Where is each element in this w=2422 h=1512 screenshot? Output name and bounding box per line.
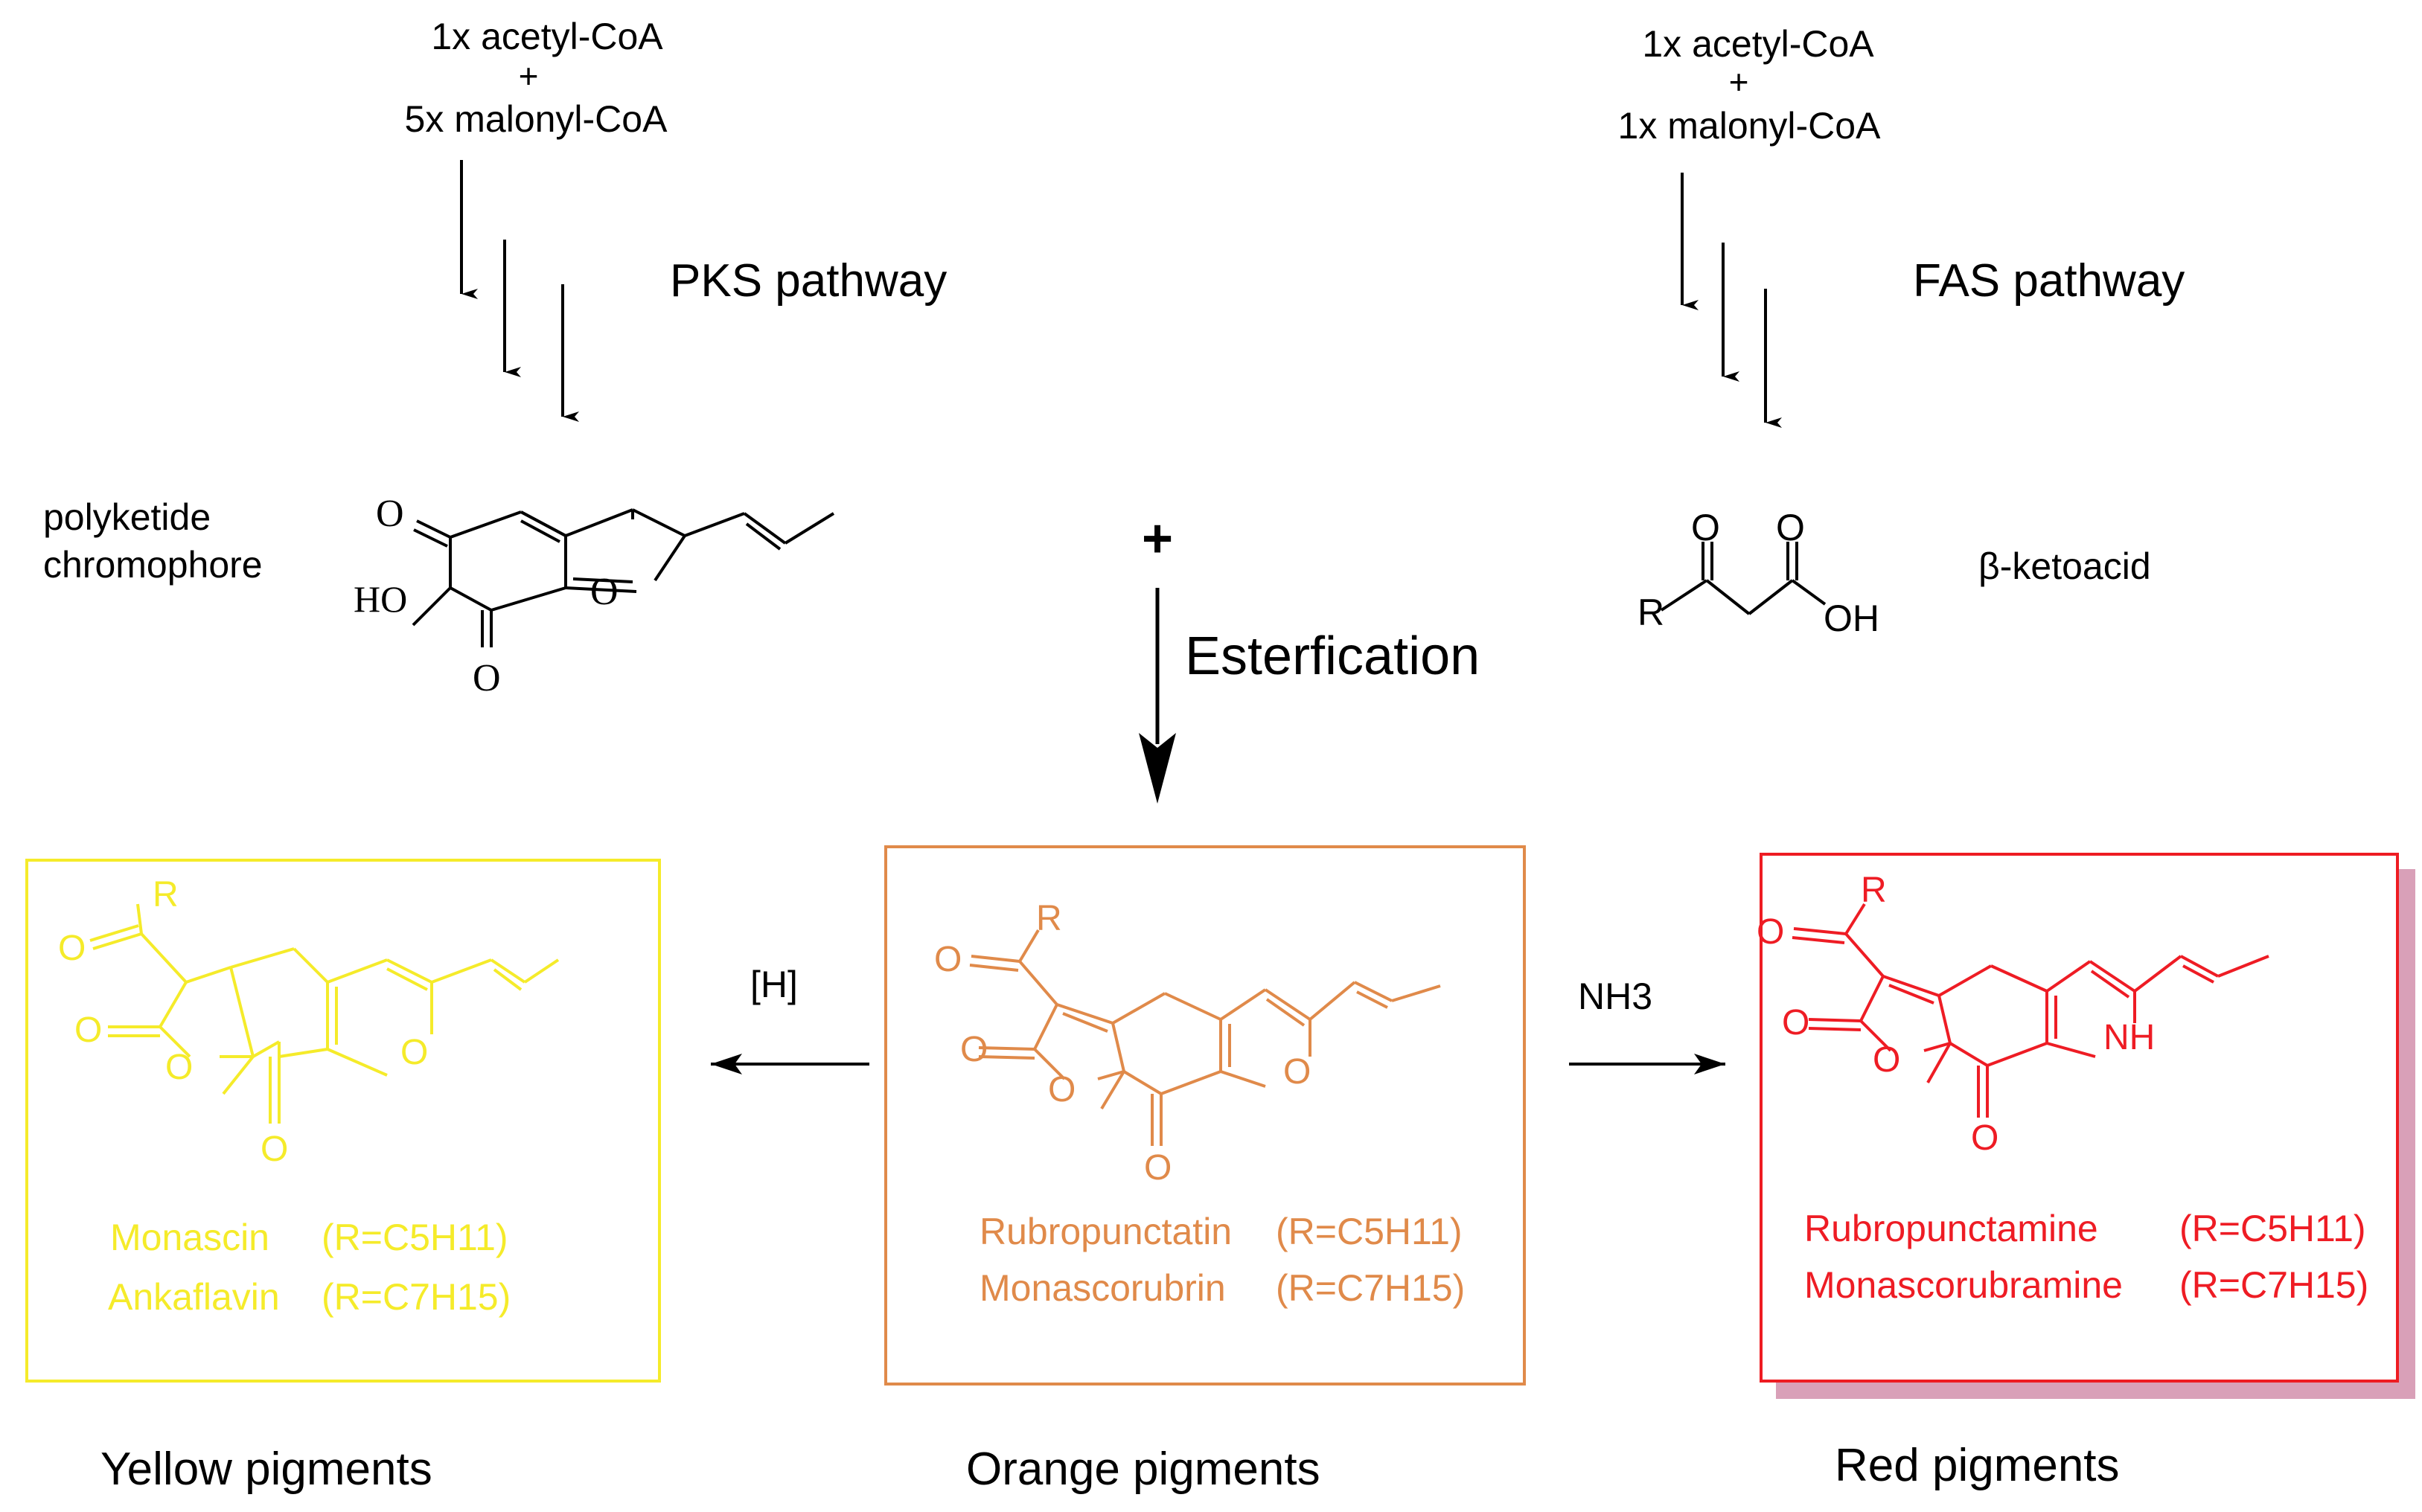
rubropunctatin-formula: (R=C5H11) xyxy=(1276,1211,1463,1252)
red-pigments-panel: R O O O O NH Rubropunctamine (R=C5H11) M… xyxy=(1757,853,2399,1383)
monascin-r: R xyxy=(153,875,179,914)
fas-precursor-line2: 1x malonyl-CoA xyxy=(1618,105,1882,147)
red-pigments-caption: Red pigments xyxy=(1835,1440,2120,1491)
ankaflavin-name: Ankaflavin xyxy=(108,1276,280,1318)
monascin-formula: (R=C5H11) xyxy=(322,1217,508,1258)
rubropunctamine-formula: (R=C5H11) xyxy=(2179,1208,2366,1249)
ketoacid-o-2: O xyxy=(1776,507,1805,548)
rubropunctamine-o-d: O xyxy=(1971,1118,1998,1158)
rubropunctatin-name: Rubropunctatin xyxy=(980,1211,1232,1252)
fas-precursor-plus: + xyxy=(1729,63,1749,101)
rubropunctatin-o-c: O xyxy=(1048,1070,1076,1109)
pks-precursor-plus: + xyxy=(519,57,539,95)
polyketide-ho: HO xyxy=(354,578,407,620)
fas-precursor-line1: 1x acetyl-CoA xyxy=(1642,23,1874,65)
rubropunctatin-o-e: O xyxy=(1283,1052,1311,1092)
rubropunctatin-structure xyxy=(969,929,1441,1146)
monascin-structure xyxy=(89,903,560,1124)
rubropunctamine-structure xyxy=(1792,903,2269,1118)
ketoacid-oh: OH xyxy=(1824,598,1879,639)
polyketide-label-line2: chromophore xyxy=(43,544,263,586)
esterification-label: Esterfication xyxy=(1185,627,1480,686)
rubropunctamine-o-a: O xyxy=(1757,912,1784,952)
rubropunctatin-r: R xyxy=(1036,899,1062,938)
pks-precursor-line2: 5x malonyl-CoA xyxy=(405,98,668,140)
beta-ketoacid-label: β-ketoacid xyxy=(1978,545,2151,587)
polyketide-o-ring: O xyxy=(590,571,619,613)
monascorubrin-formula: (R=C7H15) xyxy=(1276,1267,1465,1309)
rubropunctamine-name: Rubropunctamine xyxy=(1804,1208,2098,1249)
esterification-arrow-head xyxy=(1139,733,1176,804)
rubropunctatin-o-a: O xyxy=(934,940,962,979)
rubropunctamine-nh: NH xyxy=(2103,1018,2155,1057)
ankaflavin-formula: (R=C7H15) xyxy=(322,1276,511,1318)
rubropunctatin-o-b: O xyxy=(960,1030,988,1069)
polyketide-o-ketone: O xyxy=(376,493,404,535)
beta-ketoacid-structure xyxy=(1660,542,1827,615)
monascorubramine-name: Monascorubramine xyxy=(1804,1264,2123,1306)
monascorubrin-name: Monascorubrin xyxy=(980,1267,1226,1309)
monascin-o-d: O xyxy=(261,1130,288,1169)
rubropunctatin-o-d: O xyxy=(1144,1148,1172,1188)
rubropunctamine-o-c: O xyxy=(1873,1040,1900,1080)
pks-pathway-label: PKS pathway xyxy=(670,255,947,307)
fas-pathway-label: FAS pathway xyxy=(1913,255,2185,307)
pks-branch: 1x acetyl-CoA + 5x malonyl-CoA PKS pathw… xyxy=(43,16,947,699)
yellow-box xyxy=(25,859,661,1383)
monascin-o-c: O xyxy=(165,1048,193,1087)
yellow-pigments-panel: R O O O O O Monascin (R=C5H11) Ankaflavi… xyxy=(25,859,661,1383)
monascin-o-b: O xyxy=(74,1010,102,1050)
monascin-name: Monascin xyxy=(110,1217,269,1258)
reduction-step: [H] xyxy=(711,964,869,1074)
esterification-step: + Esterfication xyxy=(1139,509,1480,804)
polyketide-o-bottom: O xyxy=(473,657,501,699)
pks-precursor-line1: 1x acetyl-CoA xyxy=(431,16,663,57)
combine-plus: + xyxy=(1142,509,1173,568)
orange-box xyxy=(884,845,1526,1386)
ketoacid-r: R xyxy=(1637,592,1664,633)
red-box xyxy=(1760,853,2399,1383)
monascorubramine-formula: (R=C7H15) xyxy=(2179,1264,2368,1306)
polyketide-label-line1: polyketide xyxy=(43,496,211,538)
reduction-label: [H] xyxy=(750,964,798,1005)
monascin-o-a: O xyxy=(58,929,86,968)
yellow-pigments-caption: Yellow pigments xyxy=(100,1444,432,1495)
amination-step: NH3 xyxy=(1569,976,1725,1074)
orange-pigments-caption: Orange pigments xyxy=(966,1444,1320,1495)
rubropunctamine-o-b: O xyxy=(1782,1003,1809,1042)
monascin-o-e: O xyxy=(400,1033,428,1072)
polyketide-chromophore-structure xyxy=(412,508,835,647)
orange-pigments-panel: R O O O O O Rubropunctatin (R=C5H11) Mon… xyxy=(884,845,1526,1386)
ketoacid-o-1: O xyxy=(1691,507,1720,548)
rubropunctamine-r: R xyxy=(1861,871,1887,910)
fas-branch: 1x acetyl-CoA + 1x malonyl-CoA FAS pathw… xyxy=(1618,23,2185,639)
amination-label: NH3 xyxy=(1578,976,1652,1017)
